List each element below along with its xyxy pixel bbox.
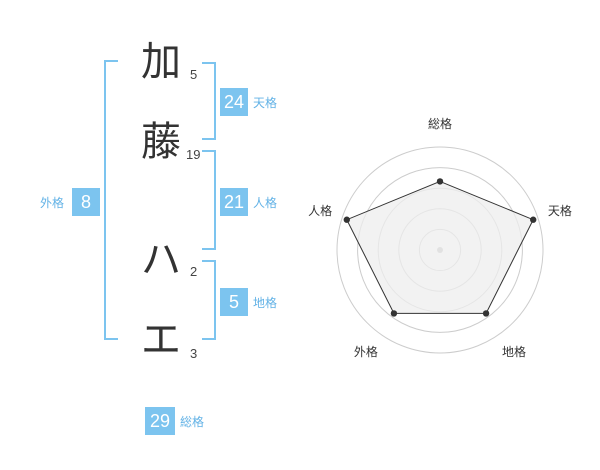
name-char-4: エ (141, 317, 181, 363)
name-char-2: 藤 (141, 119, 181, 165)
radar-point-5 (343, 216, 350, 223)
radar-point-4 (390, 310, 398, 317)
radar-axis-label-4: 外格 (354, 344, 378, 359)
radar-point-2 (530, 216, 537, 223)
radar-axis-label-5: 人格 (308, 203, 332, 218)
radar-point-1 (436, 178, 444, 185)
radar-axis-label-3: 地格 (502, 344, 526, 359)
tenkaku-label: 天格 (253, 96, 278, 110)
radar-data-polygon (346, 180, 534, 314)
radar-point-3 (482, 310, 490, 317)
name-char-1: 加 (141, 39, 181, 85)
radar-axis-label-1: 総格 (428, 116, 452, 131)
chikaku-label: 地格 (253, 296, 278, 310)
jinkaku-value: 21 (220, 188, 248, 216)
gaikaku-label: 外格 (40, 196, 65, 210)
name-char-3: ハ (141, 237, 181, 283)
stroke-count-1: 5 (190, 67, 198, 82)
radar-ring (336, 146, 544, 354)
soukaku-value: 29 (145, 407, 175, 435)
soukaku-label: 総格 (180, 415, 205, 429)
chikaku-value: 5 (220, 288, 248, 316)
stroke-count-2: 19 (186, 147, 201, 162)
tenkaku-value: 24 (220, 88, 248, 116)
gaikaku-value: 8 (72, 188, 100, 216)
gaikaku-bracket (104, 60, 118, 340)
chikaku-bracket (202, 260, 216, 340)
stroke-count-4: 3 (190, 346, 198, 361)
jinkaku-label: 人格 (253, 196, 278, 210)
stroke-count-3: 2 (190, 264, 198, 279)
radar-axis-label-2: 天格 (548, 203, 572, 218)
jinkaku-bracket (202, 150, 216, 250)
tenkaku-bracket (202, 62, 216, 140)
radar-ring (357, 167, 523, 333)
